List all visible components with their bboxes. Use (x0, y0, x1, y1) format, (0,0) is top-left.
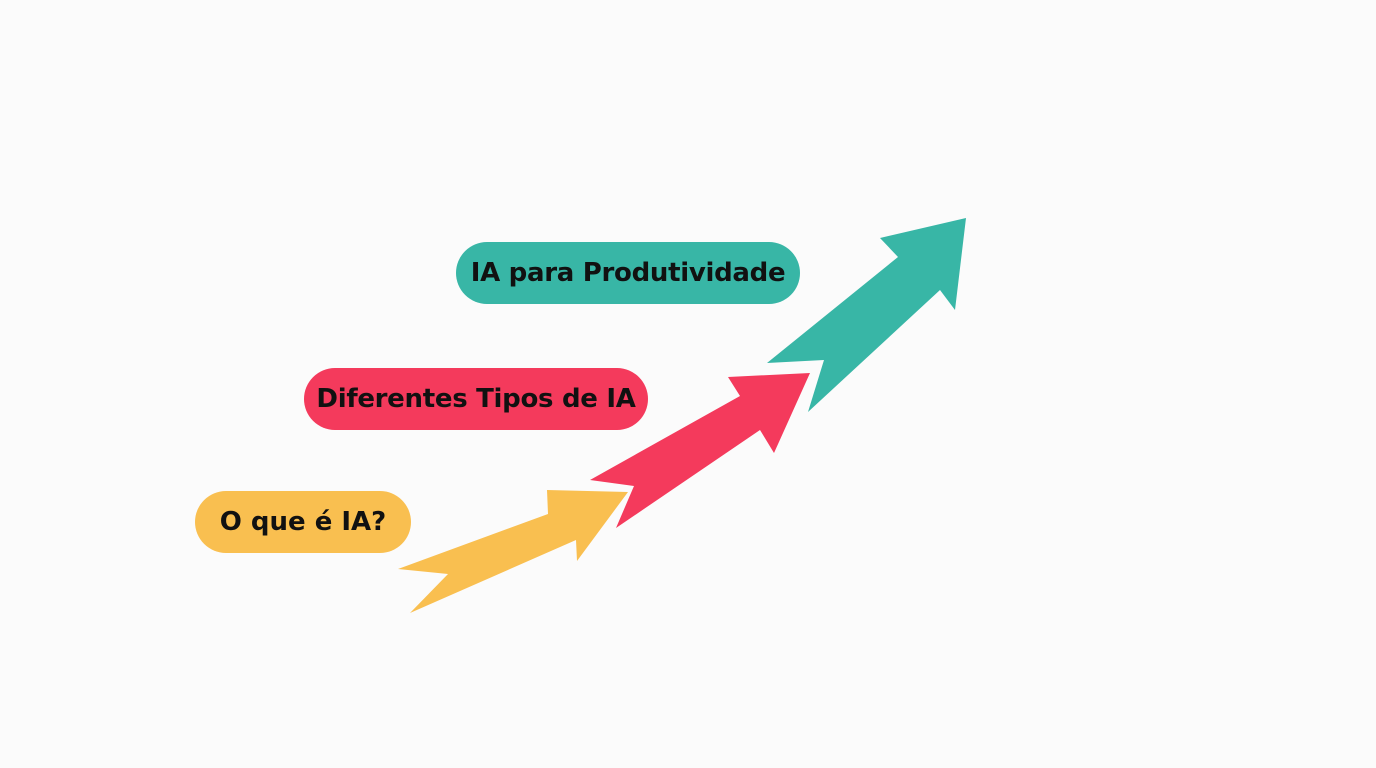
arrow-segment-2 (590, 373, 810, 528)
step-label-produtividade: IA para Produtividade (470, 258, 786, 288)
step-pill-o-que-e-ia: O que é IA? (195, 491, 411, 553)
arrow-segment-1 (398, 490, 628, 613)
arrow-segment-3 (767, 218, 966, 412)
step-pill-tipos-de-ia: Diferentes Tipos de IA (304, 368, 648, 430)
step-label-tipos-de-ia: Diferentes Tipos de IA (316, 384, 636, 414)
step-label-o-que-e-ia: O que é IA? (219, 507, 387, 537)
step-pill-produtividade: IA para Produtividade (456, 242, 800, 304)
